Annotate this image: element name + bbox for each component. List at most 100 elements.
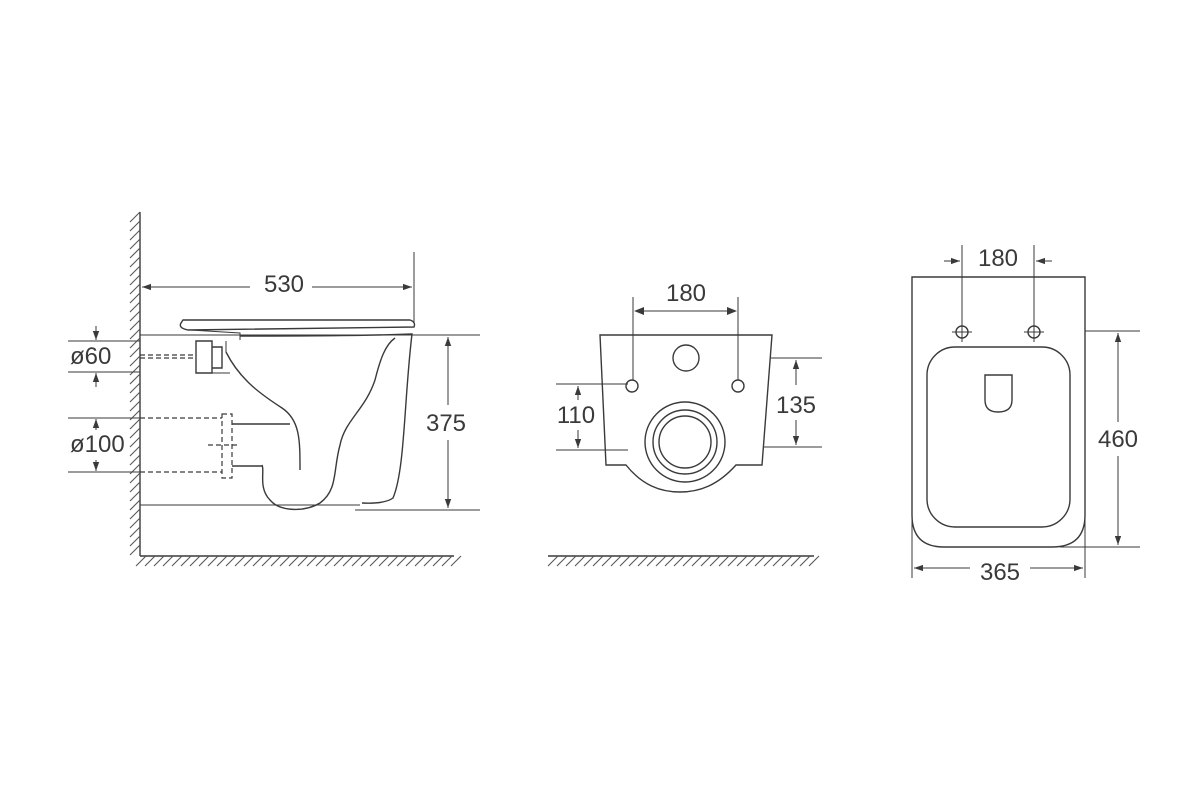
outlet-ring-mid: [652, 409, 718, 475]
hatch-stroke: [637, 555, 649, 567]
hatch-stroke: [129, 265, 141, 277]
dim-b180-arrow-right: [727, 307, 737, 315]
hatch-stroke: [333, 555, 345, 567]
hatch-stroke: [129, 337, 141, 349]
hatch-stroke: [628, 555, 640, 567]
dim-110-label: 110: [557, 402, 595, 429]
hatch-stroke: [129, 274, 141, 286]
hatch-stroke: [763, 555, 775, 567]
hatch-stroke: [664, 555, 676, 567]
hatch-stroke: [129, 544, 141, 556]
top-drain: [984, 374, 1013, 413]
hatch-stroke: [129, 238, 141, 250]
hatch-stroke: [252, 555, 264, 567]
hatch-stroke: [129, 220, 141, 232]
hatch-stroke: [691, 555, 703, 567]
wall-hatching: [129, 211, 141, 556]
hatch-stroke: [234, 555, 246, 567]
hatch-stroke: [216, 555, 228, 567]
hatch-stroke: [414, 555, 426, 567]
hatch-stroke: [682, 555, 694, 567]
mount-hole-left: [625, 379, 639, 393]
dim-100-label: ø100: [70, 431, 125, 458]
hatch-stroke: [144, 555, 156, 567]
trap-curve: [225, 351, 301, 471]
dim-b180-arrow-left: [634, 307, 644, 315]
seat-hinge: [189, 329, 241, 340]
hatch-stroke: [162, 555, 174, 567]
hatch-stroke: [655, 555, 667, 567]
hatch-stroke: [129, 310, 141, 322]
hatch-stroke: [129, 418, 141, 430]
top-bowl-rim: [926, 346, 1071, 528]
dim-460-label: 460: [1098, 426, 1138, 453]
hatch-stroke: [583, 555, 595, 567]
dim-60-label: ø60: [70, 343, 111, 370]
mount-hole-right: [731, 379, 745, 393]
hatch-stroke: [153, 555, 165, 567]
hatch-stroke: [718, 555, 730, 567]
hatch-stroke: [450, 555, 462, 567]
hatch-stroke: [574, 555, 586, 567]
hatch-stroke: [129, 364, 141, 376]
hatch-stroke: [423, 555, 435, 567]
hatch-stroke: [700, 555, 712, 567]
dim-530-label: 530: [264, 271, 304, 298]
hatch-stroke: [781, 555, 793, 567]
hatch-stroke: [129, 400, 141, 412]
back-body-outline: [599, 334, 773, 493]
hatch-stroke: [129, 373, 141, 385]
hatch-stroke: [441, 555, 453, 567]
hatch-stroke: [754, 555, 766, 567]
hatch-stroke: [135, 555, 147, 567]
hatch-stroke: [129, 319, 141, 331]
hatch-stroke: [396, 555, 408, 567]
hatch-stroke: [405, 555, 417, 567]
hatch-stroke: [279, 555, 291, 567]
hatch-stroke: [129, 526, 141, 538]
dim-135-label: 135: [776, 392, 816, 419]
top-view: 180 460 365: [911, 245, 1140, 586]
hatch-stroke: [171, 555, 183, 567]
back-view: 180 110 135: [547, 280, 822, 567]
dim-365-label: 365: [980, 559, 1020, 586]
dim-375-label: 375: [426, 410, 466, 437]
hatch-stroke: [129, 445, 141, 457]
top-mount-hole-right: [1024, 322, 1044, 342]
hatch-stroke: [129, 247, 141, 259]
hatch-stroke: [129, 229, 141, 241]
hatch-stroke: [129, 499, 141, 511]
hatch-stroke: [129, 535, 141, 547]
hatch-stroke: [592, 555, 604, 567]
hatch-stroke: [129, 211, 141, 223]
flush-inlet: [195, 340, 223, 374]
hatch-stroke: [129, 292, 141, 304]
hatch-stroke: [129, 490, 141, 502]
outlet-ring-outer: [644, 401, 726, 483]
hatch-stroke: [129, 346, 141, 358]
hatch-stroke: [646, 555, 658, 567]
hatch-stroke: [709, 555, 721, 567]
top-mount-hole-left: [952, 322, 972, 342]
hatch-stroke: [129, 427, 141, 439]
side-view: 530 375 ø60 ø100: [68, 211, 480, 567]
hatch-stroke: [207, 555, 219, 567]
bowl-neck: [196, 341, 230, 374]
hatch-stroke: [601, 555, 613, 567]
outlet-connector: [221, 413, 233, 479]
hatch-stroke: [556, 555, 568, 567]
flush-hole: [672, 344, 700, 372]
hatch-stroke: [129, 301, 141, 313]
hatch-stroke: [432, 555, 444, 567]
hatch-stroke: [198, 555, 210, 567]
hatch-stroke: [297, 555, 309, 567]
hatch-stroke: [808, 555, 820, 567]
hatch-stroke: [129, 481, 141, 493]
dim-t180-label: 180: [978, 245, 1018, 272]
hatch-stroke: [270, 555, 282, 567]
hatch-stroke: [129, 391, 141, 403]
hatch-stroke: [129, 472, 141, 484]
hatch-stroke: [129, 382, 141, 394]
hatch-stroke: [189, 555, 201, 567]
